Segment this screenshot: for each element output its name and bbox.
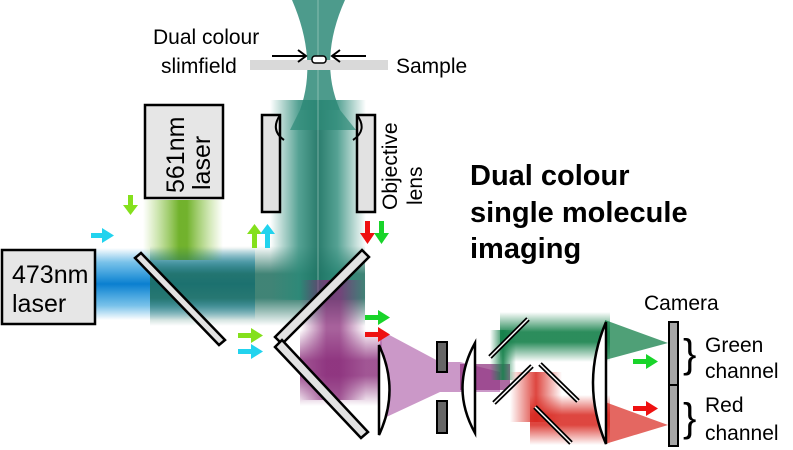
mirror-3 [273, 338, 370, 440]
green-channel-label-line2: channel [705, 360, 779, 383]
lens-2 [461, 338, 477, 438]
sample-label: Sample [396, 55, 467, 78]
camera-red-sensor [668, 384, 679, 447]
title-line-1: Dual colour [470, 160, 630, 192]
laser-473: 473nm laser [0, 248, 97, 326]
green-channel-label-line1: Green [705, 334, 763, 357]
arrow-right-cyan-2-icon [238, 344, 263, 359]
beam-green-horizontal [500, 312, 610, 362]
relay-optics [377, 321, 608, 445]
beam-emission-horizontal [300, 330, 382, 406]
beam-red-focus [605, 402, 668, 444]
sample-slide [250, 60, 388, 70]
dichroic-mirror-1 [133, 251, 227, 347]
arrow-right-icon [272, 49, 308, 63]
arrow-up-cyan-icon [260, 224, 275, 248]
sample-stage: Dual colour slimfield Sample [153, 26, 467, 78]
title-line-3: imaging [470, 233, 581, 265]
mirrors [133, 248, 580, 445]
arrow-right-red-icon [365, 327, 390, 342]
arrow-right-green-icon [365, 310, 390, 325]
pinhole-bottom [436, 400, 448, 434]
diagram-title: Dual colour single molecule imaging [470, 160, 688, 265]
arrow-down-green-icon [374, 221, 389, 244]
lens-1 [377, 344, 391, 436]
laser-561: 561nm laser [143, 103, 225, 200]
arrow-right-lime-icon [238, 328, 263, 343]
direction-arrows [91, 195, 658, 416]
objective-lens: Objective lens [260, 113, 427, 214]
arrow-down-red-icon [360, 221, 375, 244]
arrow-down-lime-icon [123, 195, 138, 215]
arrow-up-lime-icon [247, 224, 262, 248]
slimfield-label-line1: Dual colour [153, 26, 259, 49]
arrow-left-icon [330, 49, 366, 63]
arrow-right-green-channel-icon [633, 354, 658, 369]
lens-3 [591, 321, 608, 445]
slimfield-spot [311, 55, 327, 64]
title-line-2: single molecule [470, 197, 688, 229]
objective-label-line1: Objective [379, 122, 402, 210]
red-channel-label-line1: Red [705, 394, 744, 417]
red-channel-label-line2: channel [705, 422, 779, 445]
red-channel-brace: } [683, 396, 696, 440]
beam-green-focus [605, 320, 668, 360]
camera-green-sensor [668, 321, 679, 386]
pinhole-top [436, 341, 448, 373]
laser-473-label-line2: laser [12, 290, 66, 318]
camera-label: Camera [644, 292, 719, 315]
beam-focus-cone [292, 0, 345, 110]
beam-emission-relay [380, 330, 500, 420]
laser-561-label-line2: laser [188, 136, 216, 190]
arrow-right-cyan-icon [91, 228, 114, 243]
slimfield-label-line2: slimfield [161, 55, 237, 78]
green-channel-brace: } [683, 332, 696, 376]
camera: Camera } } Green channel Red channel [644, 292, 779, 447]
laser-561-label-line1: 561nm [162, 117, 190, 193]
objective-label-line2: lens [404, 166, 427, 205]
arrow-right-red-channel-icon [633, 401, 658, 416]
laser-473-label-line1: 473nm [12, 261, 88, 289]
